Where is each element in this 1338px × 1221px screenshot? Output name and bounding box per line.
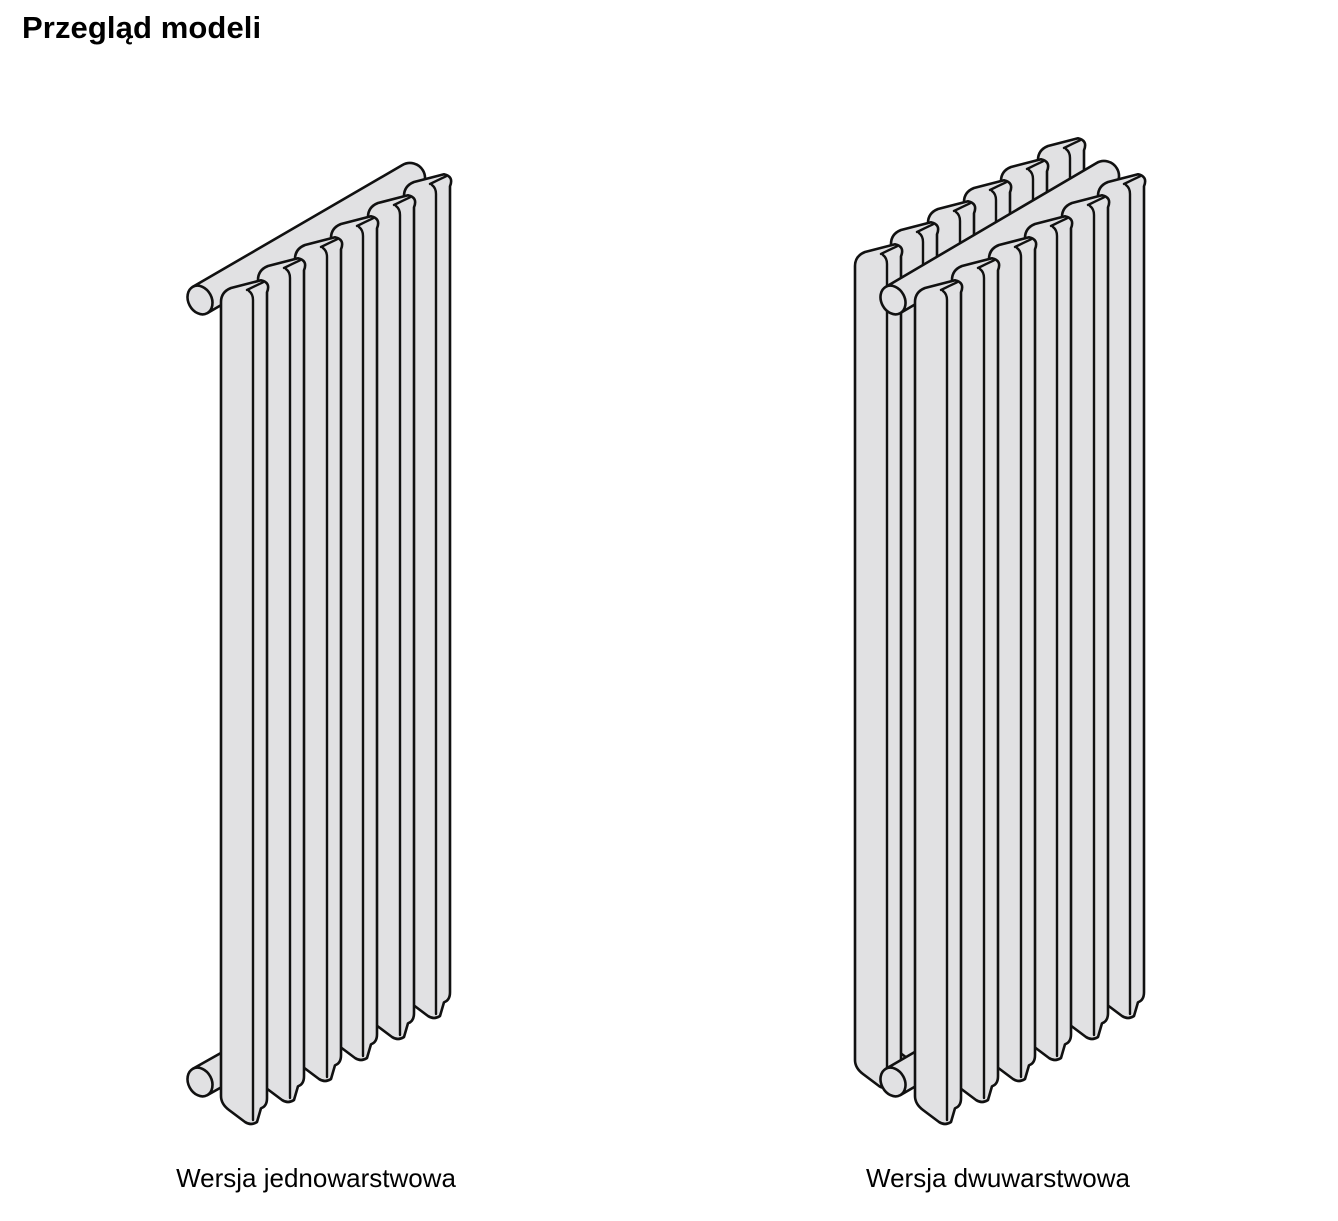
double-front-tube-6-body: [913, 279, 964, 1126]
single-tube-5-edge: [284, 267, 292, 1100]
single-bottom-header-end-cap: [186, 1066, 214, 1098]
single-tube-4-lip: [319, 238, 339, 249]
single-tube-4-edge: [321, 246, 329, 1079]
single-tube-1-lip: [428, 175, 448, 186]
double-front-tube-3-edge: [1051, 225, 1059, 1058]
double-front-tube-2-lip: [1086, 196, 1106, 207]
double-front-tube-5-lip: [976, 259, 996, 270]
single-tube-6: [219, 279, 270, 1126]
double-back-tube-2-lip: [1025, 160, 1045, 171]
double-front-tube-2-edge: [1088, 204, 1096, 1037]
double-back-tube-6-edge: [881, 253, 889, 1086]
single-tube-6-lip: [245, 281, 265, 292]
double-front-tube-4-lip: [1013, 238, 1033, 249]
double-front-tube-6: [913, 279, 964, 1126]
caption-single-layer: Wersja jednowarstwowa: [176, 1163, 456, 1193]
single-tube-2-edge: [394, 204, 402, 1037]
single-tube-3-edge: [357, 225, 365, 1058]
single-tube-5-lip: [282, 259, 302, 270]
double-front-tube-4: [987, 236, 1038, 1083]
double-front-tube-6-edge: [941, 289, 949, 1122]
page-title: Przegląd modeli: [22, 10, 262, 45]
double-back-tube-6-lip: [879, 245, 899, 256]
single-tube-1-edge: [430, 183, 438, 1016]
double-front-tube-4-edge: [1015, 246, 1023, 1079]
single-tube-6-body: [219, 279, 270, 1126]
double-front-tube-3-lip: [1049, 217, 1069, 228]
double-bottom-header-end-cap: [879, 1066, 907, 1098]
double-back-tube-5-lip: [915, 223, 935, 234]
double-front-tube-2: [1060, 194, 1111, 1041]
double-front-tube-1-lip: [1122, 175, 1142, 186]
double-back-tube-6: [853, 243, 904, 1090]
caption-double-layer: Wersja dwuwarstwowa: [866, 1163, 1130, 1193]
double-back-tube-6-body: [853, 243, 904, 1090]
double-front-tube-1-edge: [1124, 183, 1132, 1016]
double-back-tube-1-lip: [1062, 139, 1082, 150]
single-top-header-end-cap: [186, 284, 214, 316]
double-front-tube-5-edge: [978, 267, 986, 1100]
double-back-tube-3-lip: [988, 181, 1008, 192]
double-top-header-end-cap: [879, 284, 907, 316]
double-back-tube-4-lip: [952, 202, 972, 213]
double-front-tube-6-lip: [939, 281, 959, 292]
single-tube-2-lip: [392, 196, 412, 207]
single-tube-6-edge: [247, 289, 255, 1122]
single-tube-3-lip: [355, 217, 375, 228]
